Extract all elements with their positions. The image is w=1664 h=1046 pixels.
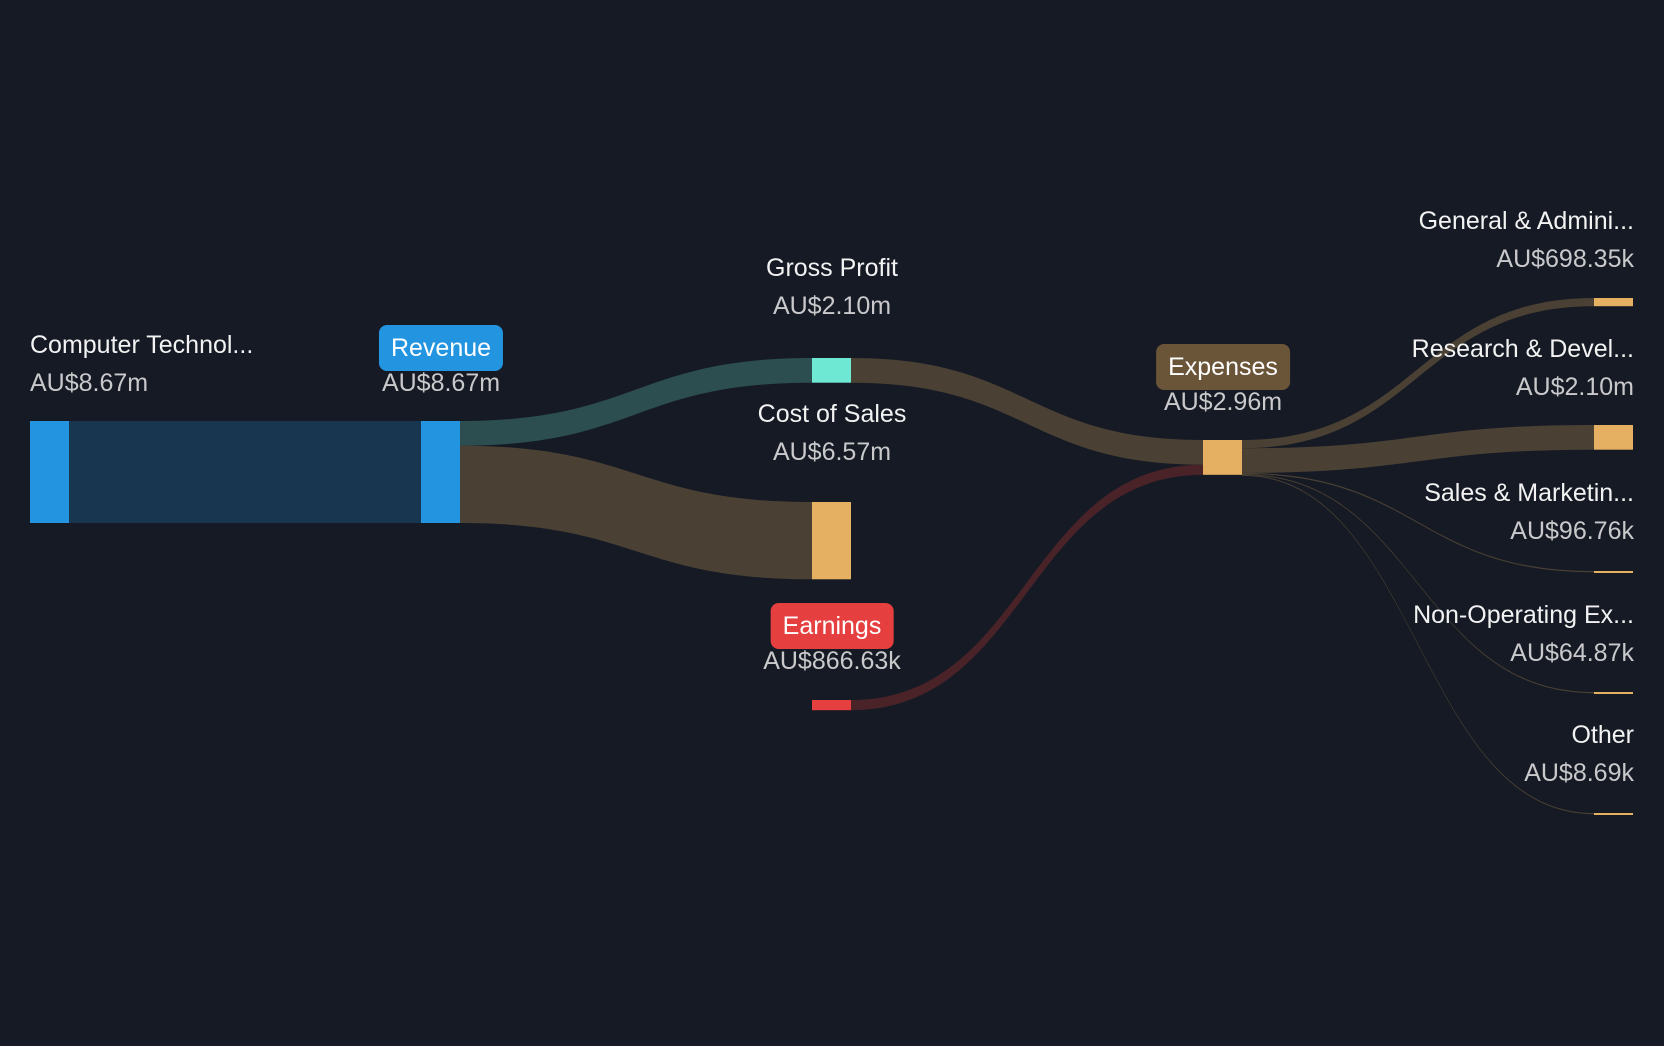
node-label-nonop: Non-Operating Ex... xyxy=(1413,601,1634,629)
node-label-other: Other xyxy=(1571,721,1634,749)
node-label-revenue: Revenue xyxy=(378,325,504,371)
node-label-gross_profit: Gross Profit xyxy=(766,254,898,282)
flow-segment-to-revenue xyxy=(69,421,421,523)
flow-expenses-to-rd xyxy=(1242,425,1594,473)
node-value-expenses: AU$2.96m xyxy=(1163,388,1283,416)
node-nonop xyxy=(1594,692,1633,694)
node-earnings xyxy=(812,700,851,711)
node-value-segment: AU$8.67m xyxy=(30,369,149,397)
node-expenses xyxy=(1203,440,1242,475)
node-label-cost_of_sales: Cost of Sales xyxy=(757,400,907,428)
flow-expenses-to-ga xyxy=(1242,298,1594,449)
node-label-earnings: Earnings xyxy=(770,603,894,649)
node-cost_of_sales xyxy=(812,502,851,580)
node-value-earnings: AU$866.63k xyxy=(763,647,901,675)
node-value-rd: AU$2.10m xyxy=(1515,373,1634,401)
node-revenue xyxy=(421,421,460,523)
node-value-sm: AU$96.76k xyxy=(1510,517,1634,545)
node-label-rd: Research & Devel... xyxy=(1411,335,1634,363)
flow-gross_profit-to-expenses xyxy=(851,358,1203,465)
node-segment xyxy=(30,421,69,523)
node-rd xyxy=(1594,425,1633,450)
node-label-ga: General & Admini... xyxy=(1418,207,1634,235)
flow-earnings-to-expenses xyxy=(851,464,1203,711)
node-value-nonop: AU$64.87k xyxy=(1510,639,1634,667)
node-ga xyxy=(1594,298,1633,307)
node-value-cost_of_sales: AU$6.57m xyxy=(772,438,892,466)
flow-expenses-to-sm xyxy=(1242,472,1594,573)
node-value-ga: AU$698.35k xyxy=(1496,245,1634,273)
node-label-segment: Computer Technol... xyxy=(30,331,254,359)
node-gross_profit xyxy=(812,358,851,383)
node-value-gross_profit: AU$2.10m xyxy=(772,292,892,320)
node-other xyxy=(1594,813,1633,815)
node-label-sm: Sales & Marketin... xyxy=(1424,479,1634,507)
node-sm xyxy=(1594,571,1633,573)
flow-revenue-to-gross_profit xyxy=(460,358,812,446)
flow-revenue-to-cost_of_sales xyxy=(460,445,812,580)
node-value-other: AU$8.69k xyxy=(1524,759,1634,787)
flow-expenses-to-nonop xyxy=(1242,474,1594,694)
node-value-revenue: AU$8.67m xyxy=(381,369,501,397)
node-label-expenses: Expenses xyxy=(1156,344,1290,390)
flow-expenses-to-other xyxy=(1242,474,1594,815)
